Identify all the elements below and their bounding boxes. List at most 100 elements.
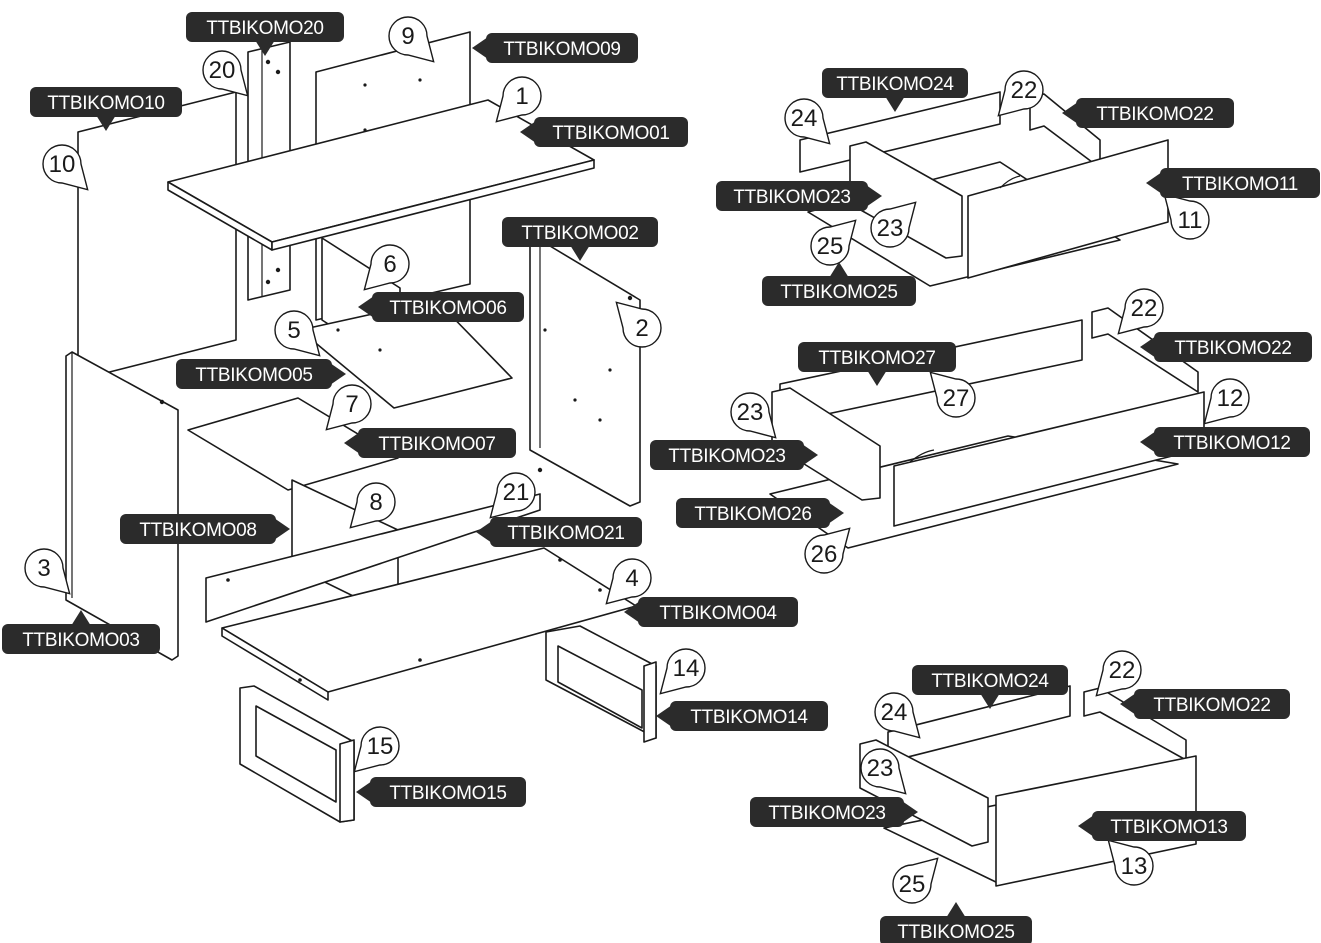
- leg-frame-15: [239, 685, 355, 823]
- part-code-tag: TTBIKOMO01: [520, 117, 688, 147]
- part-code-label: TTBIKOMO22: [1174, 338, 1291, 359]
- part-code-tag: TTBIKOMO22: [1140, 332, 1312, 362]
- part-number-label: 26: [811, 541, 838, 568]
- part-code-label: TTBIKOMO27: [818, 348, 935, 369]
- part-code-tag: TTBIKOMO27: [798, 342, 956, 386]
- part-code-label: TTBIKOMO25: [897, 922, 1014, 943]
- part-code-label: TTBIKOMO13: [1110, 817, 1227, 838]
- part-code-label: TTBIKOMO01: [552, 123, 669, 144]
- part-code-tag: TTBIKOMO23: [650, 440, 818, 470]
- part-number-bubble: 14: [659, 648, 706, 695]
- part-number-label: 22: [1131, 295, 1158, 322]
- part-code-label: TTBIKOMO22: [1153, 695, 1270, 716]
- part-code-label: TTBIKOMO12: [1173, 433, 1290, 454]
- part-code-tag: TTBIKOMO02: [502, 217, 658, 261]
- part-number-bubble: 24: [784, 98, 831, 145]
- part-number-bubble: 25: [892, 857, 939, 904]
- part-code-tag: TTBIKOMO05: [176, 359, 346, 389]
- part-code-tag: TTBIKOMO24: [912, 665, 1068, 709]
- part-number-label: 23: [867, 755, 894, 782]
- part-number-label: 23: [877, 215, 904, 242]
- part-code-label: TTBIKOMO09: [503, 39, 620, 60]
- part-code-label: TTBIKOMO06: [389, 298, 506, 319]
- part-code-label: TTBIKOMO14: [690, 707, 808, 728]
- part-code-tag: TTBIKOMO06: [358, 292, 524, 322]
- part-code-tag: TTBIKOMO26: [676, 498, 844, 528]
- part-code-tag: TTBIKOMO22: [1062, 98, 1234, 128]
- part-number-label: 9: [401, 23, 414, 50]
- part-number-bubble: 22: [1095, 650, 1142, 697]
- part-number-label: 22: [1109, 657, 1136, 684]
- part-code-label: TTBIKOMO25: [780, 282, 897, 303]
- part-number-bubble: 3: [24, 548, 71, 595]
- part-number-label: 20: [209, 57, 236, 84]
- part-code-label: TTBIKOMO22: [1096, 104, 1213, 125]
- part-number-bubble: 23: [870, 201, 917, 248]
- part-code-tag: TTBIKOMO08: [120, 514, 290, 544]
- part-number-label: 24: [791, 105, 818, 132]
- part-code-tag: TTBIKOMO11: [1146, 168, 1320, 198]
- part-number-label: 25: [899, 871, 926, 898]
- part-number-label: 1: [515, 83, 528, 110]
- drawer-b-front: [893, 391, 1205, 527]
- part-code-tag: TTBIKOMO23: [750, 797, 918, 827]
- part-number-bubble: 2: [615, 301, 662, 348]
- part-number-label: 27: [943, 385, 970, 412]
- part-code-tag: TTBIKOMO04: [624, 597, 798, 627]
- part-number-bubble: 7: [325, 384, 372, 431]
- part-number-bubble: 15: [353, 726, 400, 773]
- part-code-label: TTBIKOMO07: [378, 434, 495, 455]
- part-number-bubble: 5: [274, 310, 321, 357]
- part-number-label: 13: [1121, 853, 1148, 880]
- part-code-tag: TTBIKOMO25: [762, 262, 916, 306]
- part-number-label: 25: [817, 233, 844, 260]
- part-code-tag: TTBIKOMO25: [880, 902, 1032, 943]
- part-number-bubble: 23: [860, 748, 907, 795]
- leg-frame-14: [545, 625, 657, 743]
- part-code-label: TTBIKOMO24: [836, 74, 954, 95]
- part-number-bubble: 25: [810, 219, 857, 266]
- part-number-bubble: 22: [997, 70, 1044, 117]
- drawer-a-front: [967, 139, 1169, 279]
- part-code-tag: TTBIKOMO14: [656, 701, 828, 731]
- part-code-label: TTBIKOMO08: [139, 520, 256, 541]
- part-number-label: 10: [49, 151, 76, 178]
- panel-10: [77, 91, 237, 381]
- part-number-bubble: 23: [730, 392, 777, 439]
- part-number-bubble: 24: [874, 692, 921, 739]
- drawer-a-drawing: [799, 91, 1169, 287]
- part-number-label: 24: [881, 699, 908, 726]
- part-number-bubble: 9: [388, 16, 435, 63]
- part-number-label: 15: [367, 733, 394, 760]
- part-number-label: 21: [503, 479, 530, 506]
- part-code-tag: TTBIKOMO09: [472, 33, 638, 63]
- part-number-label: 12: [1217, 385, 1244, 412]
- part-code-tag: TTBIKOMO12: [1140, 427, 1310, 457]
- part-code-label: TTBIKOMO20: [206, 18, 323, 39]
- part-number-label: 5: [287, 317, 300, 344]
- part-number-bubble: 11: [1163, 193, 1210, 240]
- part-code-label: TTBIKOMO11: [1182, 174, 1298, 195]
- part-number-label: 4: [625, 565, 638, 592]
- part-number-bubble: 21: [489, 472, 536, 519]
- part-code-tag: TTBIKOMO15: [356, 777, 526, 807]
- part-code-tag: TTBIKOMO13: [1078, 811, 1246, 841]
- part-number-bubble: 6: [363, 244, 410, 291]
- cabinet-drawing: [65, 31, 657, 823]
- part-number-label: 7: [345, 391, 358, 418]
- part-number-bubble: 20: [202, 50, 249, 97]
- part-code-label: TTBIKOMO15: [389, 783, 506, 804]
- part-number-label: 23: [737, 399, 764, 426]
- rail-21: [205, 493, 541, 623]
- part-code-tag: TTBIKOMO23: [716, 181, 882, 211]
- part-code-tags: TTBIKOMO20TTBIKOMO09TTBIKOMO10TTBIKOMO01…: [2, 12, 1320, 943]
- part-number-bubble: 12: [1203, 378, 1250, 425]
- part-number-bubble: 22: [1117, 288, 1164, 335]
- part-code-tag: TTBIKOMO20: [186, 12, 344, 56]
- part-code-label: TTBIKOMO05: [195, 365, 312, 386]
- part-code-tag: TTBIKOMO21: [476, 517, 642, 547]
- part-code-label: TTBIKOMO04: [659, 603, 777, 624]
- part-code-label: TTBIKOMO21: [507, 523, 624, 544]
